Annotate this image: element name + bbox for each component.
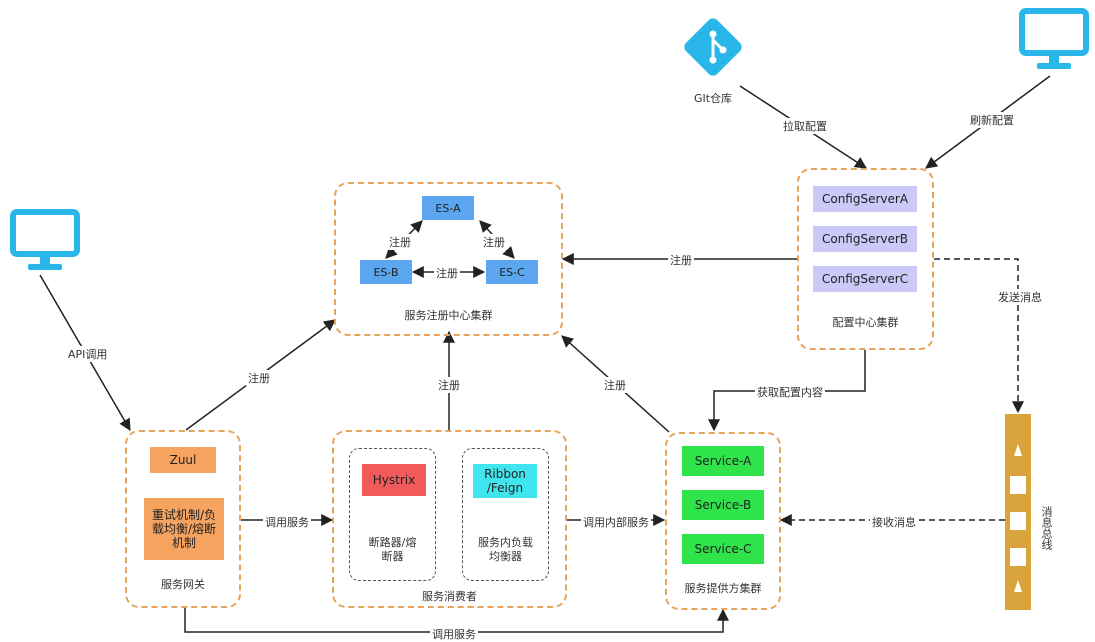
send-message-label: 发送消息 [996,289,1044,305]
pull-config-label: 拉取配置 [781,118,829,134]
gateway-mechanism-node[interactable]: 重试机制/负 载均衡/熔断 机制 [144,498,224,560]
consumer-caption: 服务消费者 [422,590,477,603]
bottom-call-label: 调用服务 [430,626,478,642]
api-call-label: API调用 [66,346,110,362]
consumer-cluster [332,430,567,608]
ribbon-caption: 服务内负载 均衡器 [462,536,549,564]
gateway-mechanism-line-1: 重试机制/负 [151,508,217,522]
hystrix-node[interactable]: Hystrix [362,464,426,496]
ribbon-caption-line-1: 服务内负载 [478,536,533,549]
gateway-mechanism-line-3: 机制 [171,536,196,550]
service-b-node[interactable]: Service-B [682,490,764,520]
ribbon-feign-node[interactable]: Ribbon /Feign [473,464,537,498]
zuul-node[interactable]: Zuul [150,447,216,473]
config-server-c[interactable]: ConfigServerC [813,266,917,292]
git-label: GIt仓库 [693,92,733,105]
service-c-node[interactable]: Service-C [682,534,764,564]
message-bus-label: 消息总线 [1040,506,1053,550]
config-register-label: 注册 [668,252,694,268]
ribbon-line-1: Ribbon [484,467,526,481]
call-internal-label: 调用内部服务 [581,514,651,530]
provider-register-label: 注册 [602,377,628,393]
receive-message-label: 接收消息 [870,514,918,530]
hystrix-caption-line-2: 断器 [381,550,404,563]
git-icon [684,18,742,76]
ribbon-group [462,448,549,581]
hystrix-caption: 断路器/熔 断器 [349,536,436,564]
right-monitor-icon [1019,8,1089,69]
es-c-node[interactable]: ES-C [486,260,538,284]
call-service-label: 调用服务 [263,514,311,530]
edge-label-esa-esb: 注册 [387,234,413,250]
config-cluster [797,168,934,350]
message-bus-icon [1005,414,1031,610]
es-a-node[interactable]: ES-A [422,196,474,220]
edge-send-message [934,258,1024,414]
gateway-mechanism-line-2: 载均衡/熔断 [151,522,217,536]
provider-caption: 服务提供方集群 [684,582,762,595]
gateway-cluster [125,430,241,608]
fetch-config-label: 获取配置内容 [755,384,825,400]
ribbon-line-2: /Feign [486,481,524,495]
refresh-config-label: 刷新配置 [968,112,1016,128]
es-b-node[interactable]: ES-B [360,260,412,284]
registry-cluster [334,182,563,336]
edge-label-esa-esc: 注册 [481,234,507,250]
ribbon-caption-line-2: 均衡器 [489,550,522,563]
registry-caption: 服务注册中心集群 [404,309,493,322]
gateway-register-label: 注册 [246,370,272,386]
service-a-node[interactable]: Service-A [682,446,764,476]
config-server-a[interactable]: ConfigServerA [813,186,917,212]
config-caption: 配置中心集群 [832,316,899,329]
gateway-caption: 服务网关 [161,578,205,591]
left-monitor-icon [10,209,80,270]
provider-cluster [665,432,781,610]
config-server-b[interactable]: ConfigServerB [813,226,917,252]
hystrix-caption-line-1: 断路器/熔 [368,536,417,549]
hystrix-group [349,448,436,581]
consumer-register-label: 注册 [436,377,462,393]
edge-label-esb-esc: 注册 [434,265,460,281]
